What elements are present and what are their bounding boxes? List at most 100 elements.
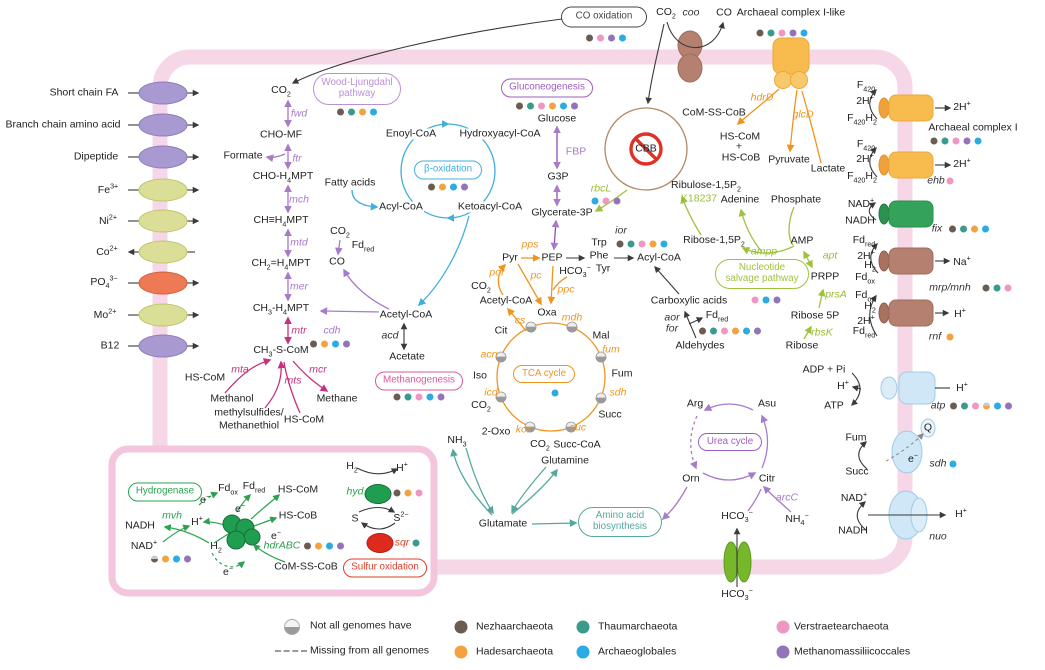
dot-orange: [732, 327, 739, 335]
dot-orange: [454, 645, 468, 659]
gene-sqr: sqr: [394, 536, 410, 549]
left-transporters: [127, 89, 200, 350]
dot-blue: [660, 240, 668, 248]
dot-blue: [332, 340, 339, 348]
succ-coa: Succ-CoA: [552, 438, 602, 451]
dot-brown: [516, 102, 523, 110]
co2-por: CO2: [471, 280, 491, 295]
s-label: S: [351, 512, 359, 525]
f420h2-c1: F420H2: [847, 112, 877, 127]
dots-tca: [551, 389, 559, 397]
gene-nuo: nuo: [929, 530, 947, 543]
dot-brown: [949, 225, 956, 233]
dot-brown: [950, 402, 957, 410]
hs-cob-hdr: HS-CoB: [721, 151, 761, 164]
e-sdh: e−: [907, 451, 919, 466]
nad-fix: NAD+: [847, 196, 875, 211]
ribulose-15p2: Ribulose-1,5P2: [671, 179, 741, 194]
dot-orange: [549, 102, 556, 110]
dot-teal: [404, 393, 412, 401]
dots-hyd: [393, 489, 423, 497]
right-membrane-complexes: [878, 94, 936, 540]
succ-sdh: Succ: [845, 465, 869, 478]
transporter-ni: Ni2+: [98, 213, 118, 228]
dot-brown: [454, 620, 468, 634]
tyr: Tyr: [595, 262, 611, 275]
hco3-pep: HCO3−: [559, 263, 591, 280]
dot-brown: [930, 137, 938, 145]
methanogenesis-magenta-arrows: [224, 316, 329, 414]
dot-orange: [162, 555, 169, 563]
transporter-short-chain-fa: Short chain FA: [49, 86, 119, 99]
dot-blue: [551, 389, 559, 397]
fdred-rnf: Fdred: [852, 325, 876, 340]
dot-teal: [961, 402, 968, 410]
gene-mer: mer: [289, 280, 309, 293]
dot-brown: [304, 542, 311, 550]
gluconeogenesis-arrows: [550, 125, 561, 251]
dots-sqr: [412, 539, 420, 547]
acetyl-coa-tca: Acetyl-CoA: [478, 294, 534, 307]
dot-pink: [415, 489, 423, 497]
tca-cycle-box: TCA cycle: [513, 365, 575, 383]
fum-sdh: Fum: [845, 431, 867, 444]
sulfur-oxidation-box: Sulfur oxidation: [343, 558, 427, 578]
h-inset: H+: [191, 514, 203, 529]
dot-brown: [616, 240, 624, 248]
transporter-co: Co2+: [96, 244, 118, 259]
gene-rnf: rnf: [928, 330, 942, 343]
gene-rbsk: rbsK: [811, 326, 833, 339]
ch-h4mpt: CH≡H4MPT: [253, 214, 309, 229]
gluconeogenesis-box: Gluconeogenesis: [501, 78, 593, 98]
h-atp-out: H+: [956, 380, 968, 395]
dots-mrp-mnh: [982, 284, 1012, 292]
gene-ehb: ehb: [927, 174, 945, 187]
dot-pink: [751, 296, 759, 304]
dots-rbcl: [591, 197, 621, 205]
black-arrows: [291, 18, 952, 587]
dot-pink: [952, 137, 960, 145]
gene-fum: fum: [602, 343, 620, 356]
gene-apt: apt: [822, 249, 838, 262]
oxa: Oxa: [536, 306, 558, 319]
gene-kor: kor: [515, 423, 531, 436]
gene-sdh-right: sdh: [929, 457, 947, 470]
q-label: Q: [923, 421, 933, 434]
succ: Succ: [597, 408, 623, 421]
gene-k18237: K18237: [680, 192, 718, 205]
cbb-circle: [604, 107, 688, 191]
gene-mdh: mdh: [561, 311, 583, 324]
nadh-nuo: NADH: [838, 524, 868, 537]
cit: Cit: [493, 324, 509, 337]
2h-c2-left: 2H+: [856, 151, 874, 166]
dot-purple: [437, 393, 445, 401]
gene-cdh: cdh: [323, 324, 341, 337]
hs-com-left: HS-CoM: [184, 371, 226, 384]
co2-icd: CO2: [471, 399, 491, 414]
gene-fbp: FBP: [565, 145, 587, 158]
dots-hdrabc: [304, 542, 344, 550]
legend-methanomassiliicoccales: Methanomassiliicoccales: [794, 645, 911, 658]
dot-blue: [619, 34, 626, 42]
dots-methanogenesis: [393, 393, 445, 401]
glucose: Glucose: [537, 112, 577, 125]
dot-blue: [949, 460, 957, 468]
dot-blue: [800, 29, 808, 37]
transporter-ovals: [138, 81, 188, 358]
h2-mrp: H2: [864, 259, 876, 274]
dot-legend-hades: [454, 645, 468, 659]
gene-acn: acn: [480, 348, 498, 361]
dot-pink: [721, 327, 728, 335]
hco3-transporter: [723, 541, 752, 583]
co2-top: CO2: [656, 6, 676, 21]
adp-pi: ADP + Pi: [802, 363, 846, 376]
hco3-urea: HCO3−: [721, 508, 753, 525]
hs-com-hdr: HS-CoM: [719, 130, 761, 143]
fdred-mrp: Fdred: [852, 234, 876, 249]
dots-nucleotide-salvage: [751, 296, 781, 304]
gene-ior: ior: [615, 224, 627, 237]
e-bottom-inset: e−: [222, 564, 234, 579]
dot-teal: [767, 29, 775, 37]
nucleotide-salvage-arrows: [594, 189, 826, 340]
